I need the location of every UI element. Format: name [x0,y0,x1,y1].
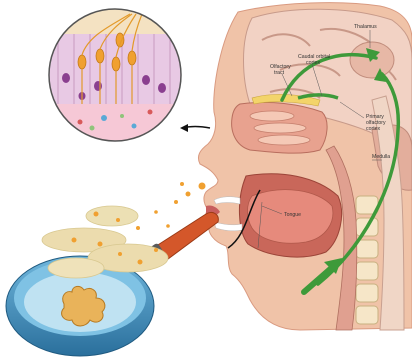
mucus-layer [40,104,200,144]
vapor-cloud-1 [86,206,138,226]
vapor-cloud-4 [48,258,104,278]
label-olfactory-tract-2: tract [274,70,285,76]
label-caudal-orbital-cortex-2: cortex [306,60,321,66]
label-medulla: Medulla [372,154,390,160]
aroma-vapor [42,206,168,278]
cribriform-plate [40,8,200,34]
nasal-pointer-arrowhead [180,124,188,132]
head-section [198,3,412,330]
label-tongue: Tongue [284,212,301,218]
label-thalamus: Thalamus [354,24,377,30]
label-primary-olfactory-cortex-3: cortex [366,126,381,132]
magnified-olfactory-epithelium [40,8,200,144]
